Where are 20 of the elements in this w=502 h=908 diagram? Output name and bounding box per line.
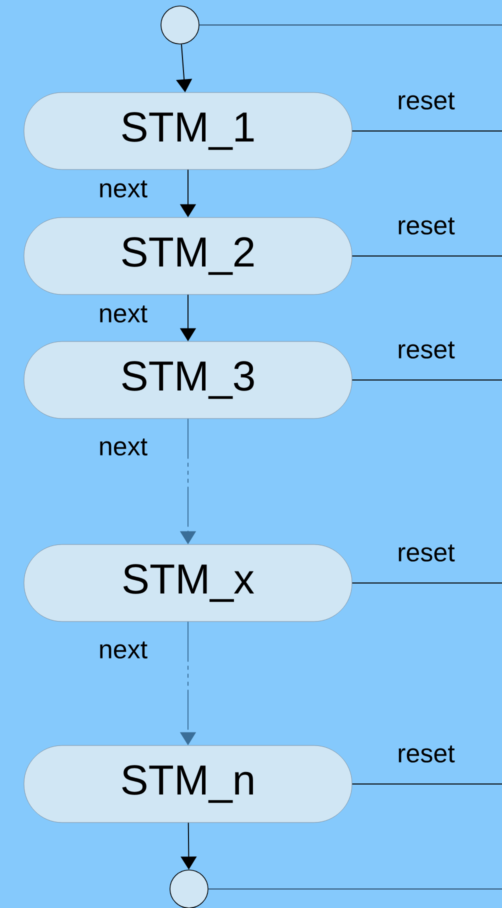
edge-label: reset xyxy=(396,91,456,111)
connector xyxy=(198,24,502,26)
edge-label: next xyxy=(97,640,149,660)
terminal-circle xyxy=(170,870,208,908)
connector xyxy=(352,130,502,132)
state-box: STM_3 xyxy=(24,341,352,419)
state-box: STM_x xyxy=(24,544,352,622)
edge-label: reset xyxy=(396,744,456,764)
edge-label: next xyxy=(97,179,149,199)
state-box: STM_1 xyxy=(24,92,352,170)
edge-label: next xyxy=(97,437,149,457)
edge-label: reset xyxy=(396,216,456,236)
connector xyxy=(352,582,502,584)
state-box: STM_2 xyxy=(24,217,352,295)
connector xyxy=(208,888,502,890)
edge-label: next xyxy=(97,304,149,324)
terminal-circle xyxy=(160,6,200,44)
edge-label: reset xyxy=(396,543,456,563)
edge-label: reset xyxy=(396,340,456,360)
state-box: STM_n xyxy=(24,745,352,823)
